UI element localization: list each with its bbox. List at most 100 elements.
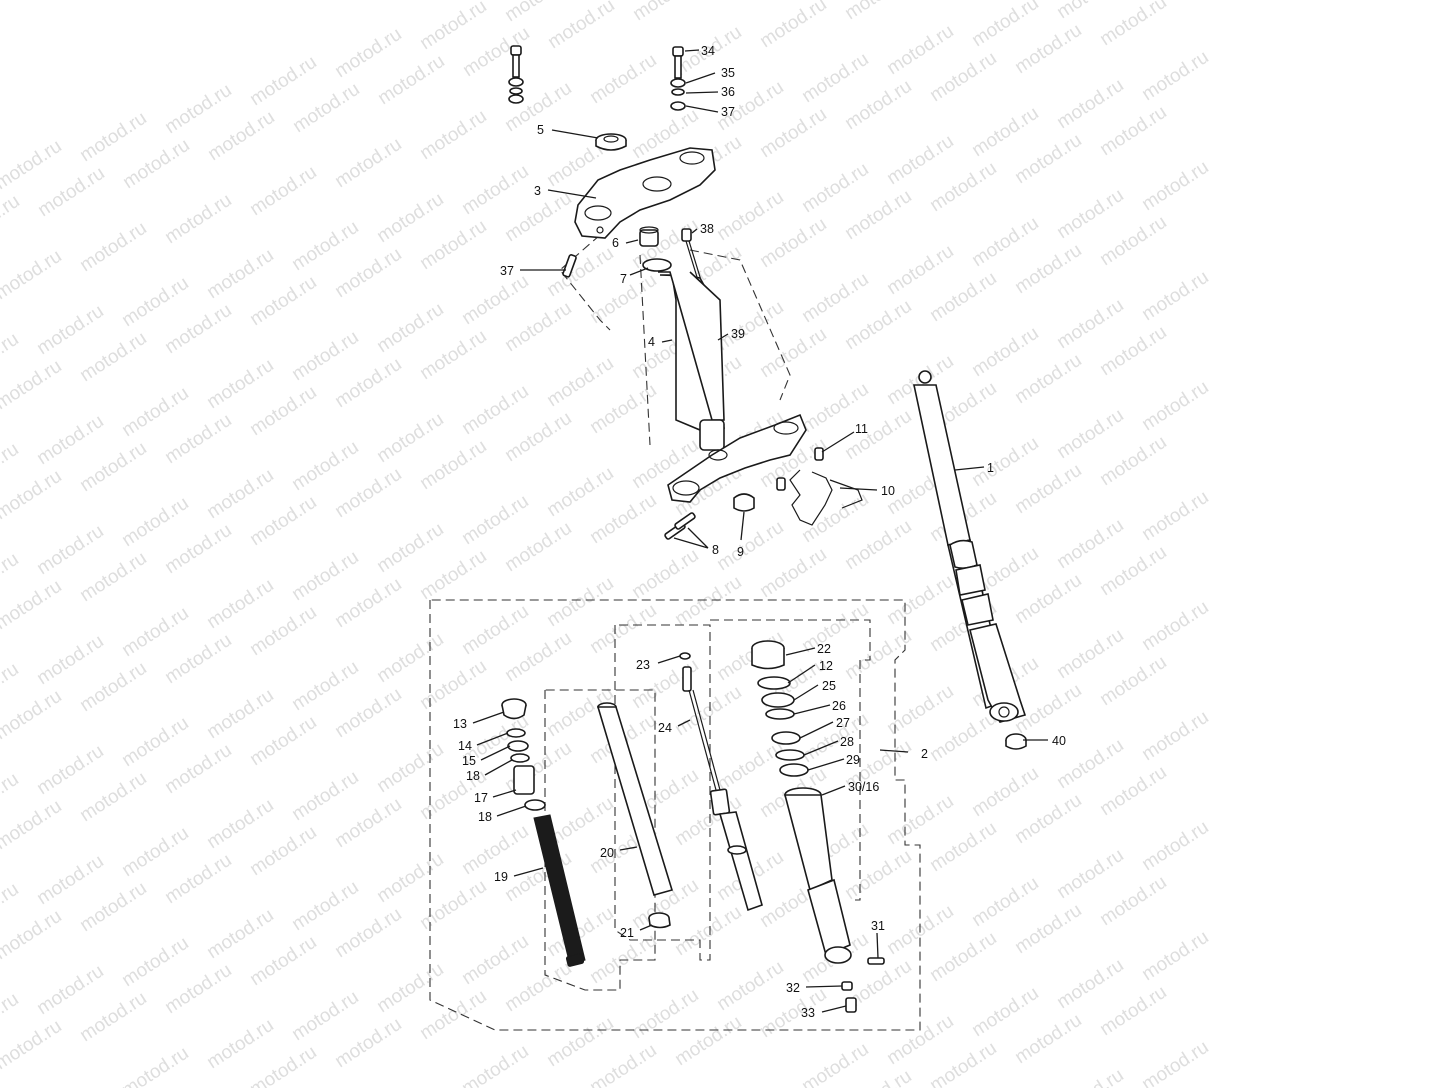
callout-37-left: 37 — [500, 264, 514, 278]
watermark-text: motod.ru — [374, 51, 448, 109]
watermark-text: motod.ru — [841, 846, 915, 904]
watermark-text: motod.ru — [203, 905, 277, 963]
inner-tube-box — [544, 689, 656, 991]
watermark-text: motod.ru — [34, 163, 108, 221]
watermark-text: motod.ru — [288, 547, 362, 605]
watermark-text: motod.ru — [33, 301, 107, 359]
callout-labels: 1 2 3 4 5 6 7 8 9 10 11 12 13 14 15 18 1… — [453, 44, 1066, 1020]
watermark-text: motod.ru — [968, 763, 1042, 821]
top-bolt-set-right — [670, 46, 686, 111]
callout-19: 19 — [494, 870, 508, 884]
bracket-screw — [814, 447, 824, 461]
watermark-text: motod.ru — [1053, 625, 1127, 683]
watermark-text: motod.ru — [586, 600, 660, 658]
watermark-text: motod.ru — [1138, 487, 1212, 545]
watermark-text: motod.ru — [0, 906, 66, 964]
watermark-text: motod.ru — [501, 298, 575, 356]
callout-18-lower: 18 — [478, 810, 492, 824]
watermark-text: motod.ru — [203, 1015, 277, 1073]
guide-line-top — [559, 234, 791, 446]
watermark-text: motod.ru — [161, 850, 235, 908]
callout-22: 22 — [817, 642, 831, 656]
watermark-text: motod.ru — [416, 436, 490, 494]
watermark-text: motod.ru — [1096, 102, 1170, 160]
callout-28: 28 — [840, 735, 854, 749]
watermark-text: motod.ru — [161, 300, 235, 358]
watermark-text: motod.ru — [458, 161, 532, 219]
watermark-text: motod.ru — [968, 103, 1042, 161]
watermark-text: motod.ru — [33, 741, 107, 799]
watermark-text: motod.ru — [1096, 762, 1170, 820]
watermark-text: motod.ru — [331, 1014, 405, 1072]
watermark-text: motod.ru — [33, 961, 107, 1019]
watermark-text: motod.ru — [331, 904, 405, 962]
watermark-text: motod.ru — [926, 158, 1000, 216]
watermark-text: motod.ru — [161, 190, 235, 248]
watermark-text: motod.ru — [416, 546, 490, 604]
callout-32: 32 — [786, 981, 800, 995]
callout-11: 11 — [855, 422, 868, 436]
watermark-text: motod.ru — [501, 958, 575, 1016]
watermark-text: motod.ru — [331, 244, 405, 302]
watermark-text: motod.ru — [501, 518, 575, 576]
watermark-text: motod.ru — [1138, 817, 1212, 875]
watermark-text: motod.ru — [1053, 1065, 1127, 1088]
watermark-text: motod.ru — [841, 0, 915, 24]
washer-small — [841, 981, 853, 991]
callout-31: 31 — [871, 919, 885, 933]
watermark-text: motod.ru — [203, 575, 277, 633]
watermark-text: motod.ru — [76, 658, 150, 716]
watermark-text: motod.ru — [118, 933, 192, 991]
watermark-text: motod.ru — [1096, 432, 1170, 490]
clamp-bolt — [562, 254, 577, 278]
watermark-text: motod.ru — [628, 545, 702, 603]
callout-40: 40 — [1052, 734, 1066, 748]
watermark-text: motod.ru — [246, 492, 320, 550]
watermark-text: motod.ru — [203, 795, 277, 853]
watermark-text: motod.ru — [756, 544, 830, 602]
watermark-text: motod.ru — [629, 0, 703, 25]
watermark-text: motod.ru — [1096, 542, 1170, 600]
watermark-text: motod.ru — [1053, 185, 1127, 243]
watermark-text: motod.ru — [76, 878, 150, 936]
watermark-text: motod.ru — [161, 520, 235, 578]
watermark-text: motod.ru — [373, 739, 447, 797]
watermark-text: motod.ru — [246, 162, 320, 220]
watermark-text: motod.ru — [0, 356, 66, 414]
watermark-text: motod.ru — [756, 0, 830, 52]
watermark-text: motod.ru — [118, 713, 192, 771]
watermark-text: motod.ru — [543, 1013, 617, 1071]
watermark-text: motod.ru — [161, 630, 235, 688]
watermark-text: motod.ru — [1053, 515, 1127, 573]
watermark-text: motod.ru — [331, 134, 405, 192]
watermark-text: motod.ru — [798, 1039, 872, 1088]
watermark-text: motod.ru — [883, 131, 957, 189]
watermark-text: motod.ru — [458, 271, 532, 329]
watermark-text: motod.ru — [883, 791, 957, 849]
watermark-text: motod.ru — [119, 135, 193, 193]
watermark-text: motod.ru — [118, 493, 192, 551]
watermark-text: motod.ru — [968, 433, 1042, 491]
watermark-text: motod.ru — [458, 491, 532, 549]
watermark-text: motod.ru — [373, 189, 447, 247]
adjust-nut — [639, 226, 659, 247]
watermark-text: motod.ru — [458, 931, 532, 989]
watermark-text: motod.ru — [203, 245, 277, 303]
callout-6: 6 — [612, 236, 619, 250]
watermark-text: motod.ru — [926, 818, 1000, 876]
callout-2: 2 — [921, 747, 928, 761]
watermark-text: motod.ru — [246, 272, 320, 330]
watermark-text: motod.ru — [968, 323, 1042, 381]
watermark-text: motod.ru — [1138, 707, 1212, 765]
watermark-text: motod.ru — [1138, 377, 1212, 435]
watermark-text: motod.ru — [713, 957, 787, 1015]
callout-39: 39 — [731, 327, 745, 341]
upper-triple-clamp — [574, 147, 716, 239]
watermark-text: motod.ru — [331, 464, 405, 522]
watermark-text: motod.ru — [543, 573, 617, 631]
callout-36: 36 — [721, 85, 735, 99]
watermark-text: motod.ru — [246, 822, 320, 880]
watermark-text: motod.ru — [586, 1040, 660, 1088]
watermark-text: motod.ru — [968, 0, 1042, 51]
watermark-text: motod.ru — [203, 465, 277, 523]
